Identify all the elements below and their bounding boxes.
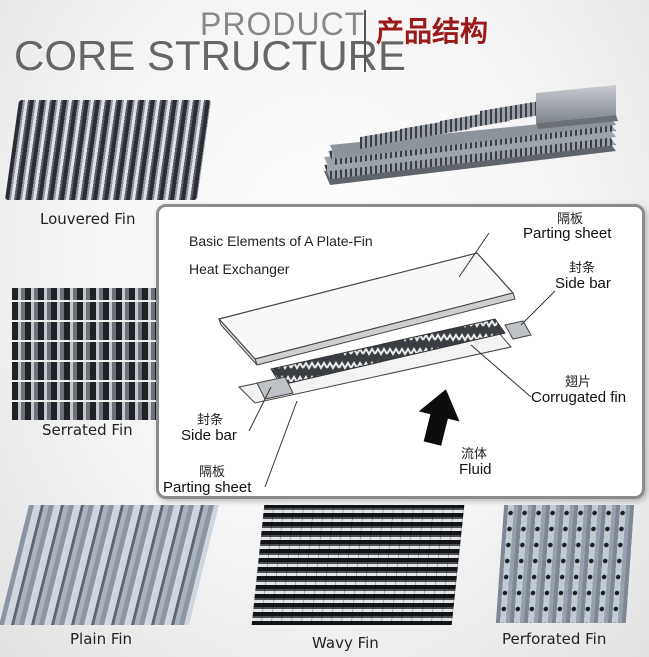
corrugated-fin-cn: 翅片 (565, 375, 592, 390)
fluid-label: Fluid (459, 461, 492, 478)
louvered-fin-image (4, 100, 212, 200)
header-product: PRODUCT (200, 6, 366, 42)
wavy-fin-image (251, 505, 465, 625)
diagram-title-line2: Heat Exchanger (189, 261, 290, 277)
fluid-cn: 流体 (461, 447, 488, 462)
side-bar-left-cn: 封条 (197, 413, 224, 428)
side-bar-right-cn: 封条 (569, 261, 596, 276)
header-divider (364, 10, 366, 72)
plate-fin-exchanger-drawing (217, 232, 556, 488)
parting-sheet-top-label: Parting sheet (523, 225, 612, 242)
parting-sheet-top-cn: 隔板 (557, 212, 584, 227)
header-chinese-title: 产品结构 (376, 15, 489, 48)
header-core-structure: CORE STRUCTURE (14, 32, 407, 79)
serrated-fin-label: Serrated Fin (42, 421, 133, 439)
serrated-fin-image (12, 288, 162, 420)
parting-sheet-bottom-label: Parting sheet (163, 479, 252, 496)
core-stack-image (324, 85, 618, 185)
plain-fin-label: Plain Fin (70, 630, 133, 648)
side-bar-right-label: Side bar (555, 275, 611, 292)
perforated-fin-label: Perforated Fin (502, 630, 607, 648)
plain-fin-image (0, 505, 219, 625)
louvered-fin-label: Louvered Fin (40, 210, 136, 228)
diagram-title-line1: Basic Elements of A Plate-Fin (189, 233, 373, 249)
wavy-fin-label: Wavy Fin (312, 634, 379, 652)
corrugated-fin-label: Corrugated fin (531, 389, 627, 406)
plate-fin-diagram-panel: Basic Elements of A Plate-Fin Heat Excha… (156, 204, 645, 499)
parting-sheet-bottom-cn: 隔板 (199, 465, 226, 480)
side-bar-left-label: Side bar (181, 427, 237, 444)
perforated-fin-image (495, 505, 635, 623)
